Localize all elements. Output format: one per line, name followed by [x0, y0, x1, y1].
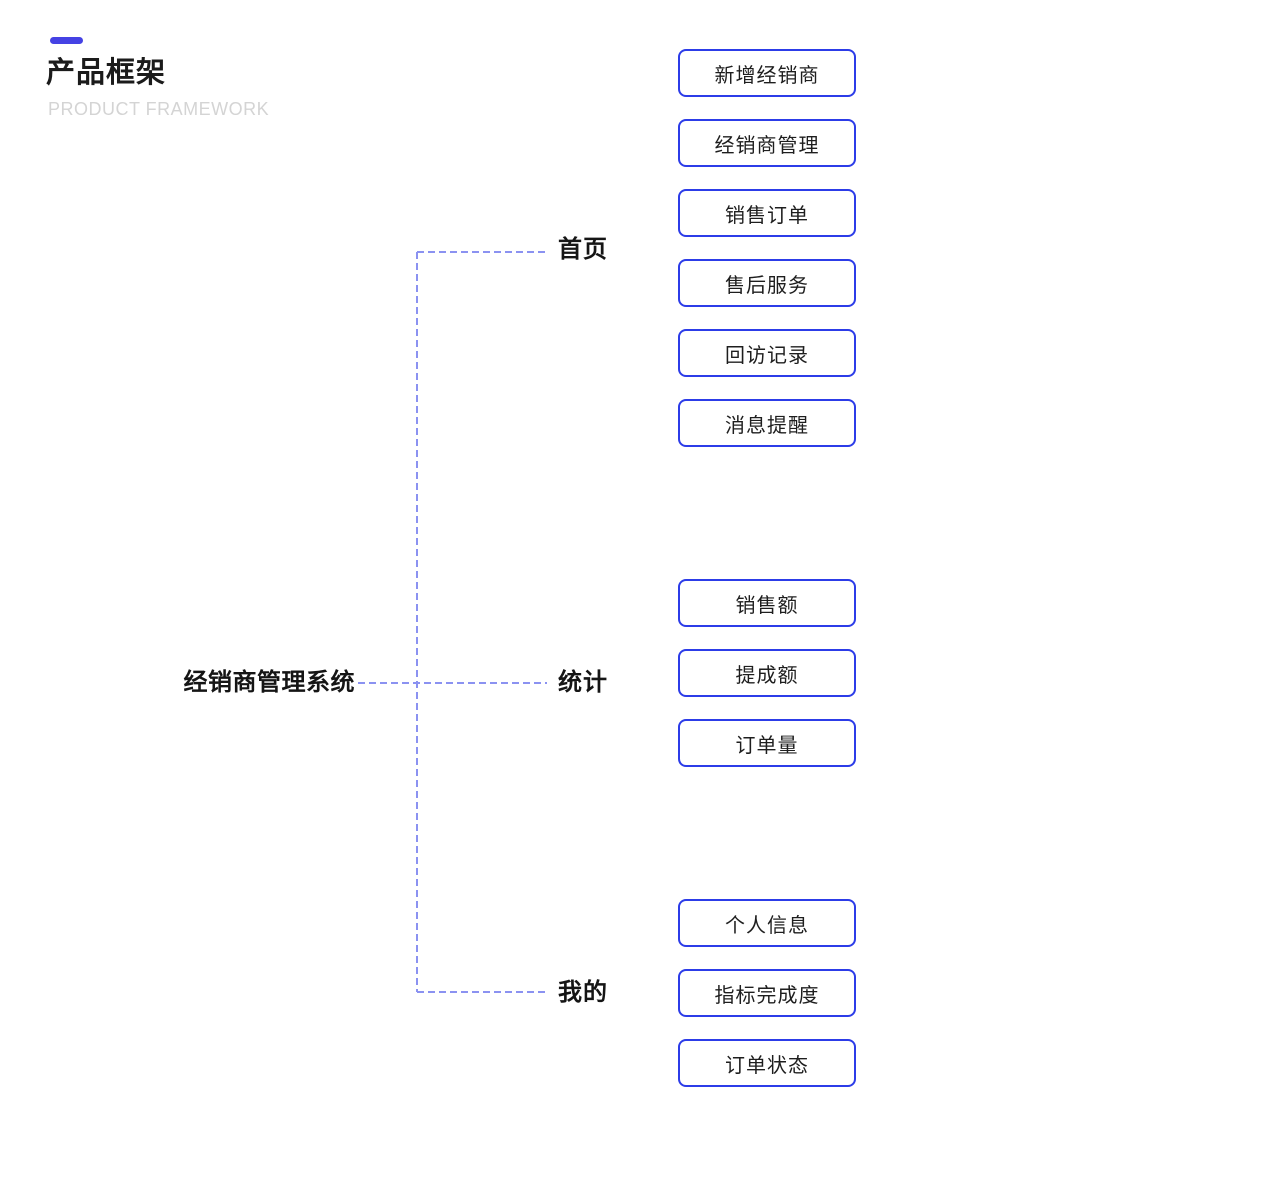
- feature-node-label: 个人信息: [725, 914, 809, 937]
- feature-node: 销售额: [678, 579, 856, 627]
- feature-node: 回访记录: [678, 329, 856, 377]
- page-title: 产品框架: [46, 57, 167, 89]
- feature-node: 订单量: [678, 719, 856, 767]
- feature-node: 经销商管理: [678, 119, 856, 167]
- connector-bottom-branch-line: [417, 991, 547, 993]
- feature-node-label: 新增经销商: [714, 64, 820, 87]
- feature-node: 个人信息: [678, 899, 856, 947]
- feature-node-label: 提成额: [735, 664, 799, 687]
- feature-node: 消息提醒: [678, 399, 856, 447]
- feature-node: 订单状态: [678, 1039, 856, 1087]
- feature-node: 提成额: [678, 649, 856, 697]
- feature-node-label: 销售额: [735, 594, 799, 617]
- connector-root-line: [358, 682, 547, 684]
- feature-node: 新增经销商: [678, 49, 856, 97]
- branch-label-stats: 统计: [558, 669, 608, 696]
- feature-node-label: 售后服务: [725, 274, 809, 297]
- branch-label-home: 首页: [558, 236, 608, 263]
- feature-node: 售后服务: [678, 259, 856, 307]
- feature-node-label: 销售订单: [725, 204, 809, 227]
- feature-node-label: 订单量: [735, 734, 799, 757]
- feature-group-home: 新增经销商 经销商管理 销售订单 售后服务 回访记录 消息提醒: [678, 49, 856, 447]
- feature-node-label: 经销商管理: [714, 134, 820, 157]
- feature-node-label: 指标完成度: [714, 984, 820, 1007]
- feature-node-label: 消息提醒: [725, 414, 809, 437]
- feature-group-mine: 个人信息 指标完成度 订单状态: [678, 899, 856, 1087]
- feature-node: 指标完成度: [678, 969, 856, 1017]
- feature-node-label: 订单状态: [725, 1054, 809, 1077]
- page-subtitle: PRODUCT FRAMEWORK: [48, 99, 270, 119]
- feature-node-label: 回访记录: [725, 344, 809, 367]
- connector-top-branch-line: [417, 251, 547, 253]
- feature-node: 销售订单: [678, 189, 856, 237]
- connector-spine-line: [416, 252, 418, 992]
- branch-label-mine: 我的: [558, 979, 608, 1006]
- feature-group-stats: 销售额 提成额 订单量: [678, 579, 856, 767]
- root-node-label: 经销商管理系统: [183, 669, 355, 696]
- title-accent-dash: [50, 37, 83, 44]
